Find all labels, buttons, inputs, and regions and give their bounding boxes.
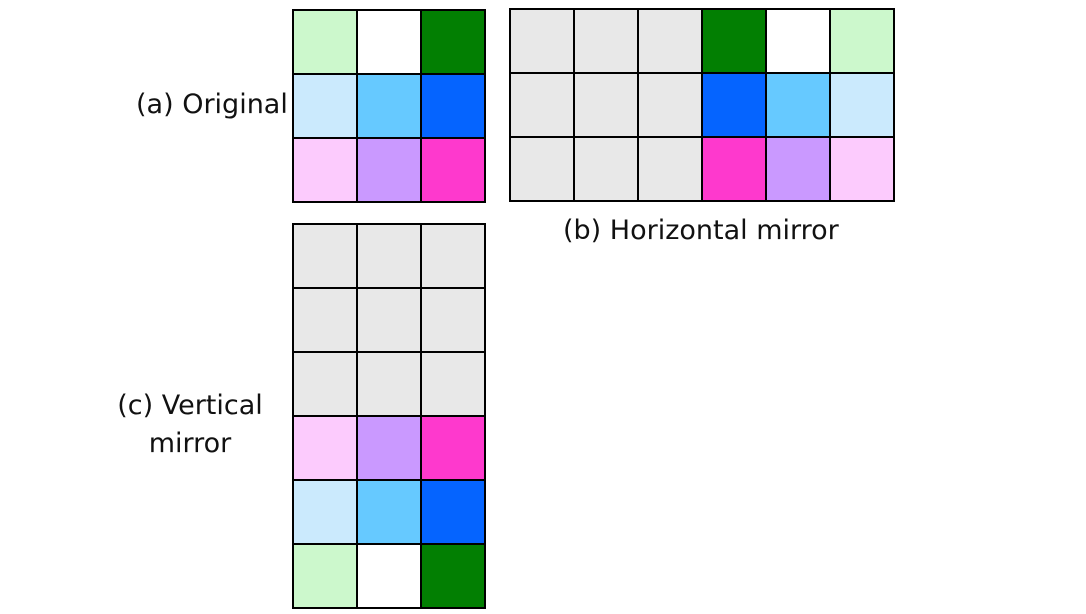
grid-cell <box>294 225 356 287</box>
grid-cell <box>511 10 573 72</box>
grid-cell <box>358 11 420 73</box>
vertical-mirror-grid <box>292 223 486 609</box>
grid-cell <box>294 481 356 543</box>
grid-cell <box>703 74 765 136</box>
grid-cell <box>358 75 420 137</box>
grid-cell <box>639 138 701 200</box>
grid-cell <box>575 74 637 136</box>
grid-cell <box>294 11 356 73</box>
grid-cell <box>831 138 893 200</box>
grid-cell <box>358 289 420 351</box>
grid-cell <box>294 289 356 351</box>
grid-cell <box>422 289 484 351</box>
grid-cell <box>575 138 637 200</box>
grid-cell <box>294 417 356 479</box>
grid-cell <box>358 225 420 287</box>
original-grid <box>292 9 486 203</box>
grid-cell <box>639 10 701 72</box>
grid-cell <box>422 545 484 607</box>
grid-cell <box>294 545 356 607</box>
grid-cell <box>358 353 420 415</box>
horizontal-mirror-grid <box>509 8 895 202</box>
grid-cell <box>831 74 893 136</box>
grid-cell <box>422 11 484 73</box>
grid-cell <box>767 74 829 136</box>
grid-cell <box>294 353 356 415</box>
grid-cell <box>294 139 356 201</box>
grid-cell <box>575 10 637 72</box>
grid-cell <box>767 138 829 200</box>
grid-cell <box>358 545 420 607</box>
grid-cell <box>703 138 765 200</box>
grid-cell <box>422 417 484 479</box>
vertical-mirror-label: (c) Vertical mirror <box>117 390 263 459</box>
grid-cell <box>358 481 420 543</box>
grid-cell <box>703 10 765 72</box>
horizontal-mirror-label: (b) Horizontal mirror <box>563 215 839 246</box>
grid-cell <box>639 74 701 136</box>
grid-cell <box>422 353 484 415</box>
grid-cell <box>422 225 484 287</box>
grid-cell <box>358 139 420 201</box>
grid-cell <box>831 10 893 72</box>
grid-cell <box>767 10 829 72</box>
grid-cell <box>511 74 573 136</box>
grid-cell <box>358 417 420 479</box>
grid-cell <box>511 138 573 200</box>
grid-cell <box>422 139 484 201</box>
grid-cell <box>422 75 484 137</box>
grid-cell <box>294 75 356 137</box>
grid-cell <box>422 481 484 543</box>
original-label: (a) Original <box>136 89 288 120</box>
